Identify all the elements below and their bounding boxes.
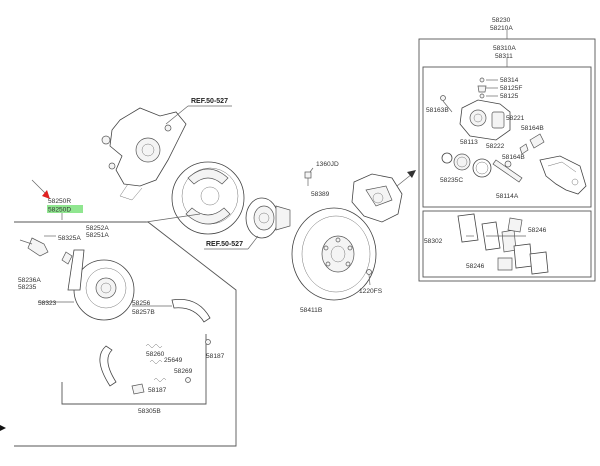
label-58302: 58302 — [424, 238, 443, 245]
bolt-1360JD — [304, 171, 312, 186]
red-arrow-head — [42, 190, 50, 199]
caliper-group: 58230 58210A 58310A 58311 58314 58125F 5… — [418, 17, 596, 282]
label-58114A: 58114A — [496, 193, 519, 200]
steering-knuckle — [101, 107, 187, 201]
caliper-bolt — [492, 159, 523, 183]
label-58269: 58269 — [174, 368, 193, 375]
springs — [131, 339, 211, 395]
label-58221: 58221 — [506, 115, 525, 122]
pad-kit-box — [422, 210, 592, 278]
edge-arrow-icon — [0, 425, 6, 431]
hub-bearing — [245, 197, 291, 239]
label-58252A: 58252A — [86, 225, 109, 232]
label-58230: 58230 — [492, 17, 511, 24]
highlight-58250D — [47, 205, 83, 213]
arrow-head — [407, 170, 416, 178]
label-58236A: 58236A — [18, 277, 41, 284]
label-58125F: 58125F — [500, 85, 522, 92]
label-58163B: 58163B — [426, 107, 449, 114]
label-58257B: 58257B — [132, 309, 155, 316]
shoe-kit-box — [61, 334, 207, 405]
label-58210A: 58210A — [490, 25, 513, 32]
label-58235C: 58235C — [440, 177, 463, 184]
guide-pin — [519, 133, 545, 155]
label-58314: 58314 — [500, 77, 519, 84]
screw-1220FS — [366, 269, 372, 286]
bolt — [440, 95, 446, 101]
ref-label-1: REF.50-527 — [191, 98, 228, 105]
label-58187-b: 58187 — [148, 387, 167, 394]
label-58250D: 58250D — [48, 207, 71, 214]
caliper-assembly — [351, 173, 403, 223]
label-58325A: 58325A — [58, 235, 81, 242]
label-58389: 58389 — [311, 191, 330, 198]
label-58256: 58256 — [132, 300, 151, 307]
ref-label-2: REF.50-527 — [206, 241, 243, 248]
label-58305B: 58305B — [138, 408, 161, 415]
label-1220FS: 1220FS — [359, 288, 383, 295]
label-58235: 58235 — [18, 284, 37, 291]
caliper-housing — [459, 99, 511, 141]
label-58222: 58222 — [486, 143, 505, 150]
label-58246-a: 58246 — [528, 227, 547, 234]
backing-plate-small — [67, 249, 135, 321]
label-58310A: 58310A — [493, 45, 516, 52]
label-58164B-a: 58164B — [521, 125, 544, 132]
label-58323: 58323 — [38, 300, 57, 307]
adjuster-lever — [27, 235, 56, 257]
bleeder-screw — [477, 77, 487, 99]
label-58187-a: 58187 — [206, 353, 225, 360]
parking-shoe-upper — [171, 299, 211, 323]
label-58125: 58125 — [500, 93, 519, 100]
label-58113: 58113 — [460, 139, 478, 146]
label-58260: 58260 — [146, 351, 165, 358]
brake-disc — [291, 207, 377, 301]
pin — [61, 251, 73, 265]
backing-plate — [171, 161, 245, 235]
piston-seals — [441, 152, 492, 178]
label-58411B: 58411B — [300, 307, 323, 314]
caliper-bracket — [539, 155, 587, 195]
label-25649: 25649 — [164, 357, 183, 364]
label-58164B-b: 58164B — [502, 154, 525, 161]
label-58311: 58311 — [495, 53, 513, 60]
label-58246-b: 58246 — [466, 263, 485, 270]
parking-shoe-lower — [99, 345, 117, 387]
parking-brake-box — [14, 221, 237, 447]
label-1360JD: 1360JD — [316, 161, 339, 168]
label-58250R: 58250R — [48, 198, 71, 205]
label-58251A: 58251A — [86, 232, 109, 239]
